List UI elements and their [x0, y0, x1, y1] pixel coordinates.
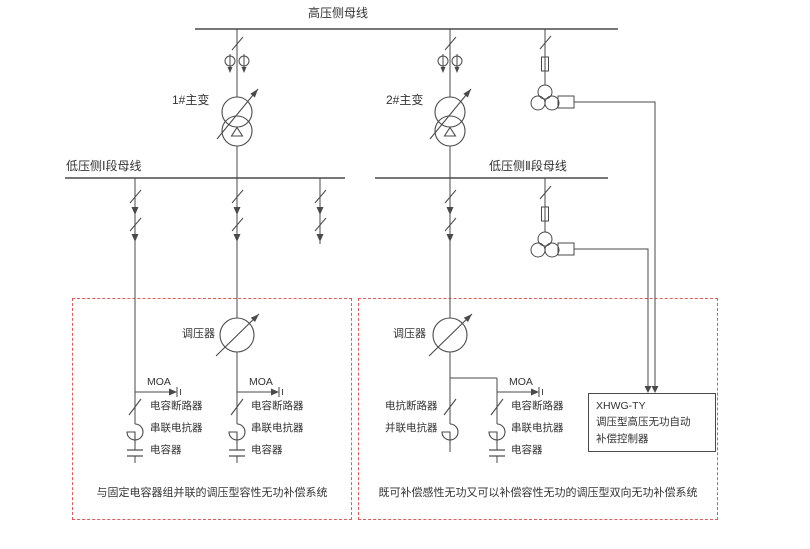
branch-d-reactor-label: 串联电抗器 — [511, 422, 564, 434]
branch-d-capacitor-label: 电容器 — [511, 444, 543, 456]
transformer1-label: 1#主变 — [172, 93, 210, 107]
moa-label-b: MOA — [249, 376, 273, 388]
capacitor-symbol — [126, 449, 144, 457]
controller-name-line1: 调压型高压无功自动 — [596, 416, 691, 429]
spare-feeder — [314, 178, 327, 244]
pt-cluster-symbol — [530, 77, 575, 111]
branch-c-reactor-label: 并联电抗器 — [385, 422, 438, 434]
signal-arrow — [651, 386, 659, 393]
transformer2-label: 2#主变 — [386, 93, 424, 107]
controller-model: XHWG-TY — [596, 400, 646, 412]
right-compensation-system-box — [358, 298, 718, 520]
series-reactor-symbol — [488, 423, 506, 445]
switch-symbol — [539, 35, 552, 50]
series-reactor-symbol — [228, 423, 246, 445]
left-compensation-system-box — [72, 298, 352, 520]
transformer1-feeder — [216, 29, 259, 178]
regulator-symbol — [428, 313, 473, 357]
shunt-reactor-symbol — [441, 423, 459, 445]
lv-bus1-label: 低压侧Ⅰ段母线 — [66, 159, 142, 173]
hv-bus-label: 高压侧母线 — [308, 6, 369, 20]
series-reactor-symbol — [126, 423, 144, 445]
transformer1-symbol — [216, 88, 259, 147]
branch-c-breaker-label: 电抗断路器 — [385, 400, 438, 412]
branch-a-reactor-label: 串联电抗器 — [150, 422, 203, 434]
branch-a-breaker-label: 电容断路器 — [150, 400, 203, 412]
regulated-branch-c — [428, 178, 473, 452]
moa-label-a: MOA — [147, 376, 171, 388]
lv-pt-branch — [530, 178, 652, 393]
branch-b-breaker-label: 电容断路器 — [251, 400, 304, 412]
capacitor-symbol — [228, 449, 246, 457]
branch-d-breaker-label: 电容断路器 — [511, 400, 564, 412]
controller-box: XHWG-TY 调压型高压无功自动 补偿控制器 — [588, 393, 716, 452]
controller-name-line2: 补偿控制器 — [596, 432, 649, 445]
capacitor-symbol — [488, 449, 506, 457]
hv-pt-branch — [530, 29, 659, 393]
right-system-caption: 既可补偿感性无功又可以补偿容性无功的调压型双向无功补偿系统 — [378, 487, 698, 499]
transformer2-symbol — [429, 88, 472, 147]
switch-symbol — [539, 185, 552, 200]
regulator-symbol — [215, 313, 260, 357]
pt-cluster-symbol — [530, 224, 575, 258]
lv-bus2-label: 低压侧Ⅱ段母线 — [489, 159, 567, 173]
signal-arrow — [644, 386, 652, 393]
transformer2-feeder — [429, 29, 472, 178]
right-regulator-label: 调压器 — [393, 328, 426, 340]
regulated-branch-b — [215, 178, 283, 463]
left-regulator-label: 调压器 — [182, 328, 215, 340]
branch-b-reactor-label: 串联电抗器 — [251, 422, 304, 434]
capacitor-branch-a — [126, 178, 181, 463]
capacitor-branch-d — [450, 377, 543, 463]
left-system-caption: 与固定电容器组并联的调压型容性无功补偿系统 — [96, 487, 328, 499]
branch-a-capacitor-label: 电容器 — [150, 444, 182, 456]
moa-label-d: MOA — [509, 376, 533, 388]
branch-b-capacitor-label: 电容器 — [251, 444, 283, 456]
